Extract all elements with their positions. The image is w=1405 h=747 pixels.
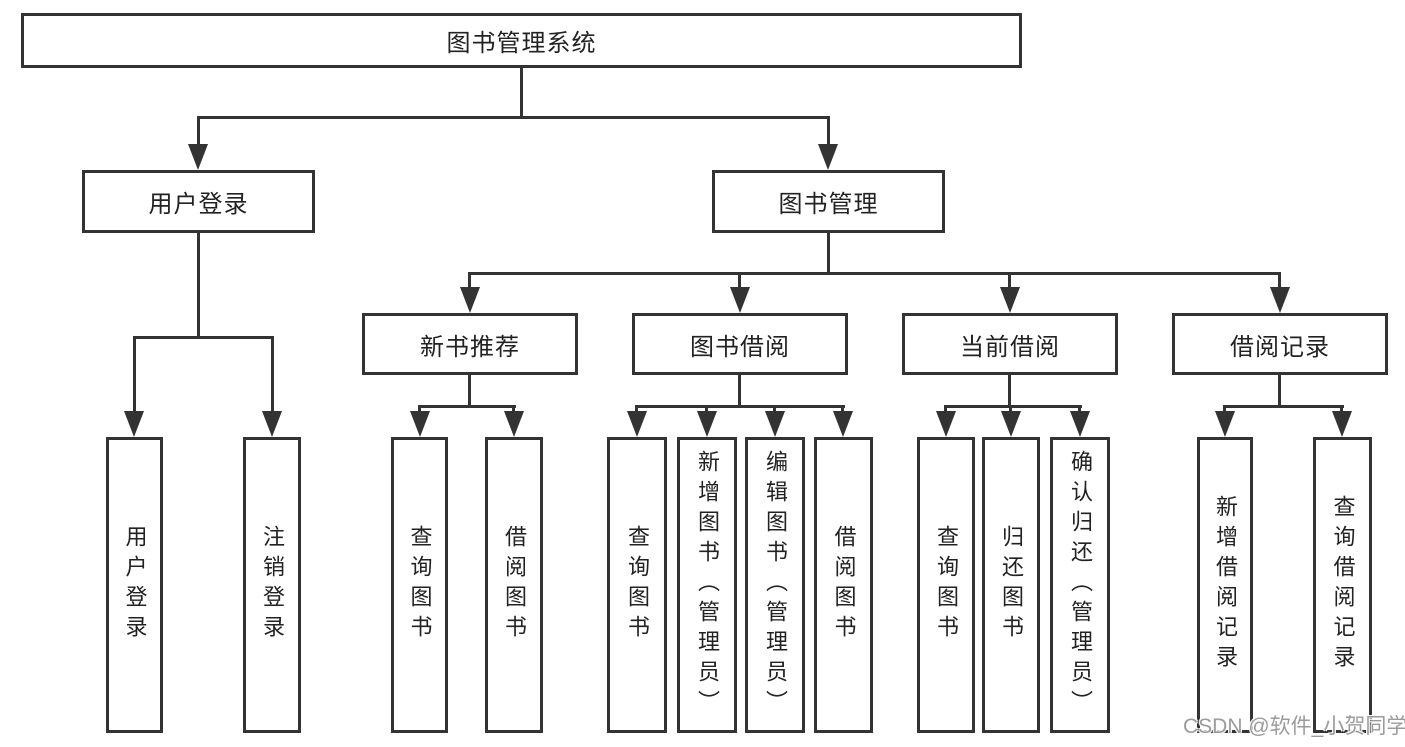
leaf-add-books-admin: 新增图书（管理员） bbox=[677, 437, 737, 733]
node-book-borrow: 图书借阅 bbox=[632, 313, 848, 375]
node-label: 用户登录 bbox=[122, 525, 148, 645]
arrow-down-icon bbox=[1270, 287, 1290, 313]
connector-line bbox=[197, 233, 200, 339]
connector-line bbox=[468, 272, 1281, 275]
node-current-borrow: 当前借阅 bbox=[902, 313, 1118, 375]
arrow-down-icon bbox=[697, 411, 717, 437]
connector-line bbox=[1078, 405, 1081, 415]
leaf-query-books: 查询图书 bbox=[391, 437, 448, 733]
node-label: 查询图书 bbox=[625, 525, 650, 645]
connector-line bbox=[738, 272, 741, 290]
arrow-down-icon bbox=[188, 144, 208, 170]
node-label: 当前借阅 bbox=[960, 333, 1060, 361]
node-user-login: 用户登录 bbox=[82, 170, 315, 233]
leaf-logout: 注销登录 bbox=[243, 437, 301, 733]
arrow-down-icon bbox=[765, 411, 785, 437]
arrow-down-icon bbox=[410, 411, 430, 437]
connector-line bbox=[1223, 405, 1344, 408]
connector-line bbox=[773, 405, 776, 415]
arrow-down-icon bbox=[818, 144, 838, 170]
connector-line bbox=[1340, 405, 1343, 415]
node-borrow-records: 借阅记录 bbox=[1172, 313, 1388, 375]
node-label: 编辑图书（管理员） bbox=[763, 450, 788, 720]
node-new-book-recommend: 新书推荐 bbox=[362, 313, 578, 375]
node-label: 借阅图书 bbox=[831, 525, 857, 645]
connector-line bbox=[738, 375, 741, 408]
node-label: 借阅记录 bbox=[1230, 333, 1330, 361]
arrow-down-icon bbox=[460, 287, 480, 313]
arrow-down-icon bbox=[833, 411, 853, 437]
connector-line bbox=[512, 405, 515, 415]
node-label: 注销登录 bbox=[260, 525, 285, 645]
leaf-query-books-3: 查询图书 bbox=[917, 437, 975, 733]
connector-line bbox=[635, 405, 638, 415]
arrow-down-icon bbox=[1332, 411, 1352, 437]
arrow-down-icon bbox=[1000, 287, 1020, 313]
leaf-edit-books-admin: 编辑图书（管理员） bbox=[745, 437, 805, 733]
leaf-query-books-2: 查询图书 bbox=[607, 437, 667, 733]
connector-line bbox=[944, 405, 1082, 408]
connector-line bbox=[1008, 272, 1011, 290]
node-label: 图书借阅 bbox=[690, 333, 790, 361]
connector-line bbox=[418, 405, 516, 408]
connector-line bbox=[271, 336, 274, 414]
arrow-down-icon bbox=[627, 411, 647, 437]
node-label: 新增图书（管理员） bbox=[695, 450, 720, 720]
connector-line bbox=[827, 233, 830, 275]
node-label: 新书推荐 bbox=[420, 333, 520, 361]
connector-line bbox=[827, 116, 830, 148]
connector-line bbox=[1009, 405, 1012, 415]
connector-line bbox=[635, 405, 845, 408]
arrow-down-icon bbox=[1001, 411, 1021, 437]
leaf-borrow-books: 借阅图书 bbox=[485, 437, 543, 733]
node-label: 图书管理系统 bbox=[446, 30, 597, 57]
connector-line bbox=[841, 405, 844, 415]
connector-line bbox=[705, 405, 708, 415]
connector-line bbox=[944, 405, 947, 415]
connector-line bbox=[197, 116, 830, 119]
csdn-watermark: CSDN @软件_小贺同学 bbox=[1183, 715, 1405, 738]
node-label: 新增借阅记录 bbox=[1213, 495, 1238, 675]
node-label: 图书管理 bbox=[778, 191, 879, 218]
connector-line bbox=[468, 375, 471, 408]
leaf-add-borrow-record: 新增借阅记录 bbox=[1197, 437, 1253, 733]
connector-line bbox=[1278, 375, 1281, 408]
connector-line bbox=[1278, 272, 1281, 290]
node-label: 查询借阅记录 bbox=[1330, 495, 1356, 675]
arrow-down-icon bbox=[730, 287, 750, 313]
connector-line bbox=[197, 116, 200, 148]
connector-line bbox=[1223, 405, 1226, 415]
node-label: 借阅图书 bbox=[502, 525, 527, 645]
node-label: 确认归还（管理员） bbox=[1068, 450, 1093, 720]
node-label: 归还图书 bbox=[999, 525, 1024, 645]
node-label: 查询图书 bbox=[407, 525, 433, 645]
leaf-return-books: 归还图书 bbox=[982, 437, 1040, 733]
node-label: 查询图书 bbox=[934, 525, 959, 645]
connector-line bbox=[468, 272, 471, 290]
arrow-down-icon bbox=[262, 411, 282, 437]
arrow-down-icon bbox=[936, 411, 956, 437]
connector-line bbox=[133, 336, 136, 414]
connector-line bbox=[133, 336, 274, 339]
arrow-down-icon bbox=[504, 411, 524, 437]
connector-line bbox=[1008, 375, 1011, 408]
node-library-management-system: 图书管理系统 bbox=[21, 13, 1022, 68]
arrow-down-icon bbox=[1215, 411, 1235, 437]
connector-line bbox=[520, 68, 523, 119]
leaf-user-login: 用户登录 bbox=[106, 437, 163, 733]
leaf-query-borrow-record: 查询借阅记录 bbox=[1313, 437, 1372, 733]
leaf-confirm-return-admin: 确认归还（管理员） bbox=[1050, 437, 1110, 733]
node-label: 用户登录 bbox=[148, 191, 249, 218]
arrow-down-icon bbox=[1070, 411, 1090, 437]
leaf-borrow-books-2: 借阅图书 bbox=[814, 437, 873, 733]
node-book-management: 图书管理 bbox=[712, 170, 945, 233]
arrow-down-icon bbox=[124, 411, 144, 437]
connector-line bbox=[418, 405, 421, 415]
